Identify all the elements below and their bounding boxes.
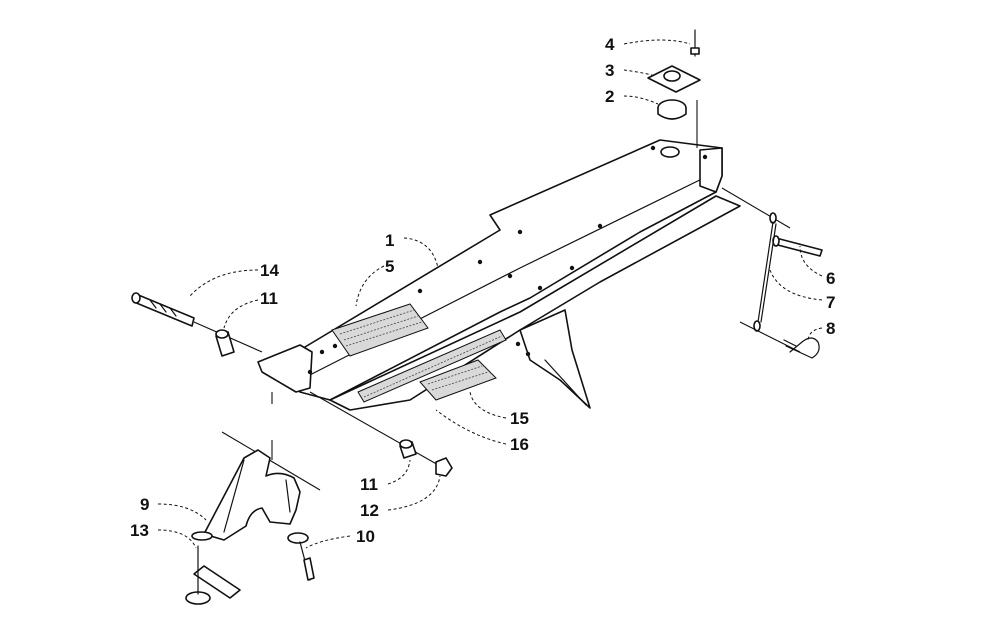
callout-16: 16 [510,435,529,454]
long-pin [131,292,195,327]
callout-11-lower: 11 [360,475,378,494]
callout-10: 10 [356,527,375,546]
mount-plate [647,65,701,93]
callout-12: 12 [360,501,379,520]
callout-8: 8 [826,319,835,338]
leader-lines [157,39,823,549]
decal-upper [331,303,429,357]
callout-11-upper: 11 [260,289,278,308]
callout-15: 15 [510,409,529,428]
hairpin-clip [783,337,820,359]
callout-7: 7 [826,293,835,312]
running-board-assembly [257,139,741,411]
callout-14: 14 [260,261,279,280]
safety-cable [753,212,777,332]
nut [435,457,453,477]
callout-1: 1 [385,231,394,250]
callout-2: 2 [605,87,614,106]
lock-pin [690,29,700,57]
callout-13: 13 [130,521,149,540]
clevis-pin [772,235,823,257]
bushing-upper [215,329,235,357]
callout-3: 3 [605,61,614,80]
callout-4: 4 [605,35,615,54]
bushing-lower [399,439,417,459]
callout-labels: 4 3 2 1 5 14 11 6 7 8 15 16 11 12 10 9 1… [130,35,835,546]
callout-5: 5 [385,257,394,276]
callout-6: 6 [826,269,835,288]
decal-lower [419,359,497,401]
support-bracket [203,449,301,541]
callout-9: 9 [140,495,149,514]
decal-strip [357,329,507,403]
slotted-pad [185,545,241,605]
grommet [657,99,687,120]
bolt [299,541,315,581]
